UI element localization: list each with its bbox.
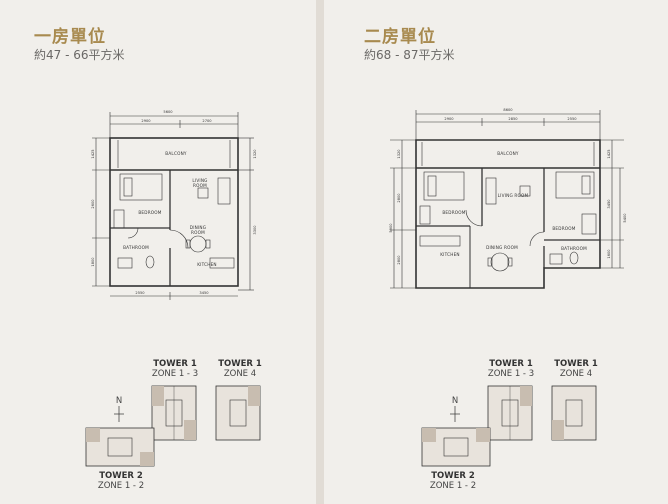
room-bedroom: BEDROOM	[138, 210, 161, 215]
panel-divider	[316, 0, 324, 504]
dim-left-3: 1800	[91, 257, 95, 267]
tower1b-name: TOWER 1	[218, 359, 262, 369]
dim-top-total: 8600	[503, 108, 513, 112]
tower1b-zone: ZONE 4	[560, 369, 592, 379]
tower2-name: TOWER 2	[99, 471, 143, 481]
dim-left-2: 2600	[91, 199, 95, 209]
room-living-2: ROOM	[193, 183, 207, 188]
dim-right-2: 3300	[253, 225, 257, 235]
dim-top-1: 2900	[141, 119, 151, 123]
room-bathroom: BATHROOM	[123, 245, 149, 250]
tower2-name: TOWER 2	[431, 471, 475, 481]
dim-left-4: 2800	[397, 255, 401, 265]
tower1b-zone: ZONE 4	[224, 369, 256, 379]
room-kitchen: KITCHEN	[440, 252, 460, 257]
north-label: N	[116, 396, 122, 406]
tower1b-name: TOWER 1	[554, 359, 598, 369]
room-bedroom-2: BEDROOM	[552, 226, 575, 231]
dim-left-2: 2800	[397, 193, 401, 203]
north-label: N	[452, 396, 458, 406]
room-living: LIVING ROOM	[498, 193, 529, 198]
dim-right-2: 3450	[607, 199, 611, 209]
room-dining: DINING	[190, 225, 206, 230]
one-bedroom-area: 約47 - 66平方米	[34, 48, 125, 62]
room-balcony: BALCONY	[497, 151, 519, 156]
dim-right-3: 5400	[623, 213, 627, 223]
one-bedroom-panel: 一房單位 約47 - 66平方米	[0, 0, 316, 504]
room-dining-2: ROOM	[191, 230, 205, 235]
room-kitchen: KITCHEN	[197, 262, 217, 267]
tower1a-zone: ZONE 1 - 3	[152, 369, 198, 379]
room-balcony: BALCONY	[165, 151, 187, 156]
tower2-zone: ZONE 1 - 2	[98, 481, 144, 491]
one-bedroom-key-plan: TOWER 1 ZONE 1 - 3 TOWER 1 ZONE 4 TOWER …	[85, 359, 262, 491]
tower1a-name: TOWER 1	[153, 359, 197, 369]
room-bathroom: BATHROOM	[561, 246, 587, 251]
two-bedroom-title: 二房單位	[364, 27, 436, 47]
two-bedroom-key-plan: TOWER 1 ZONE 1 - 3 TOWER 1 ZONE 4 TOWER …	[421, 359, 598, 491]
dim-top-2: 2700	[202, 119, 212, 123]
two-bedroom-floor-plan: 8600 2900 2850 2550 1320 2800 5900 2800 …	[389, 108, 627, 491]
dim-top-3: 2550	[567, 117, 577, 121]
one-bedroom-title: 一房單位	[34, 27, 106, 47]
dim-bottom-1: 2550	[135, 291, 145, 295]
room-dining: DINING ROOM	[486, 245, 518, 250]
dim-right-4: 1600	[607, 249, 611, 259]
one-bedroom-floor-plan: 5600 2900 2700 2550 3450 1425 2600 1800 …	[85, 110, 262, 491]
dim-right-1: 1425	[607, 149, 611, 158]
tower2-zone: ZONE 1 - 2	[430, 481, 476, 491]
dim-left-3: 5900	[389, 223, 393, 233]
dim-left-1: 1320	[397, 149, 401, 159]
two-bedroom-panel: 二房單位 約68 - 87平方米	[324, 0, 668, 504]
dim-top-2: 2850	[508, 117, 518, 121]
dim-top-1: 2900	[444, 117, 454, 121]
dim-bottom-2: 3450	[199, 291, 209, 295]
dim-top-total: 5600	[163, 110, 173, 114]
tower1a-zone: ZONE 1 - 3	[488, 369, 534, 379]
room-bedroom-1: BEDROOM	[442, 210, 465, 215]
room-living: LIVING	[192, 178, 207, 183]
tower1a-name: TOWER 1	[489, 359, 533, 369]
dim-left-1: 1425	[91, 149, 95, 158]
two-bedroom-area: 約68 - 87平方米	[364, 48, 455, 62]
dim-right-1: 1320	[253, 149, 257, 159]
